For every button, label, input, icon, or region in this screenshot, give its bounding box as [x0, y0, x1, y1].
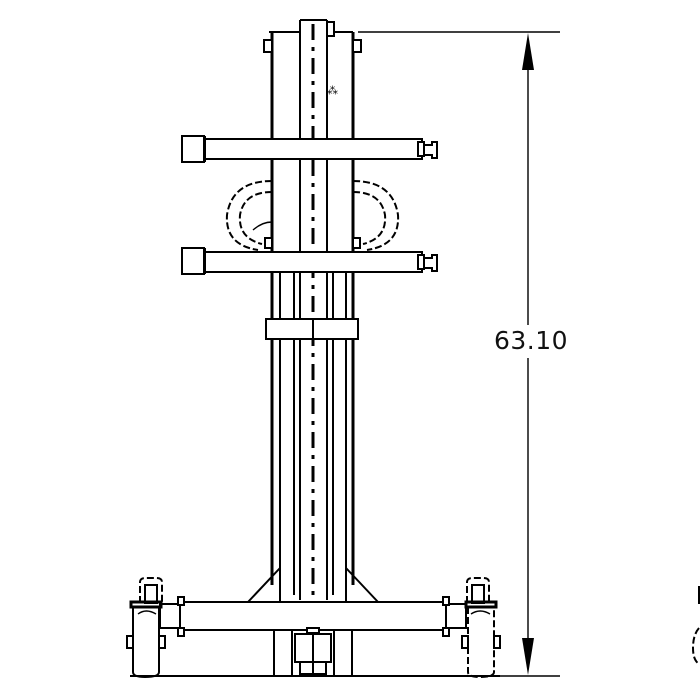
- lower-crossbar: [181, 247, 438, 275]
- caster-left: [126, 577, 166, 679]
- upper-crossbar: [181, 135, 438, 163]
- caster-right: [461, 577, 501, 679]
- push-handle: [225, 180, 400, 251]
- side-view-fragment: [691, 586, 700, 665]
- collar-clamp: [265, 318, 359, 340]
- center-wheel-assembly: [130, 627, 500, 677]
- dimension-overall-height: [358, 31, 560, 677]
- gussets: [247, 567, 379, 603]
- mast-housing: ⁂: [263, 19, 362, 600]
- svg-text:⁂: ⁂: [327, 84, 338, 97]
- dimension-label-height: 63.10: [492, 326, 571, 355]
